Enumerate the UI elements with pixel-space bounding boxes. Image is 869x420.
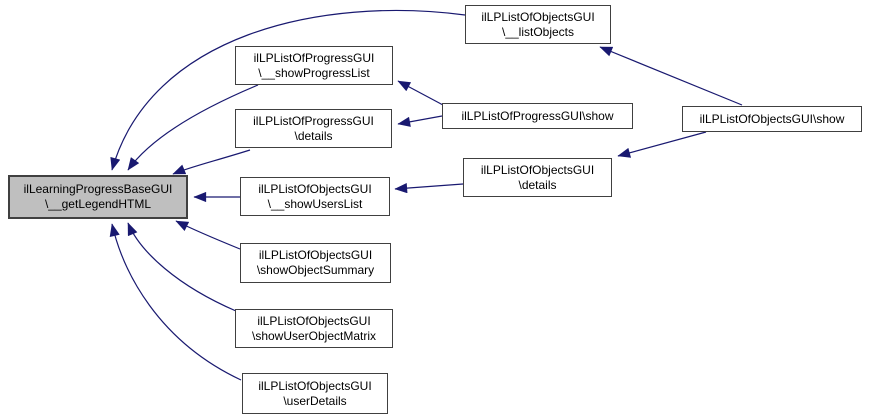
node-label-line: ilLPListOfObjectsGUI: [258, 378, 372, 393]
node-label-line: \showUserObjectMatrix: [251, 328, 377, 343]
edge-progress-show-to-show-progress-list: [397, 80, 444, 106]
node-objects-details[interactable]: ilLPListOfObjectsGUI\details: [463, 158, 612, 197]
node-label-line: ilLPListOfProgressGUI\show: [461, 108, 614, 123]
node-get-legend-html: ilLearningProgressBaseGUI\__getLegendHTM…: [8, 175, 188, 219]
edge-objects-show-to-list-objects: [599, 46, 743, 106]
edge-objects-show-to-objects-details: [617, 131, 707, 158]
node-label-line: \details: [294, 128, 333, 143]
edge-list-objects-to-get-legend-html: [110, 9, 466, 171]
edge-objects-details-to-show-users-list: [394, 183, 464, 194]
node-label-line: ilLPListOfObjectsGUI: [258, 181, 372, 196]
node-label-line: ilLPListOfProgressGUI: [253, 50, 375, 65]
edge-user-details-to-get-legend-html: [109, 223, 242, 381]
node-label-line: \__getLegendHTML: [44, 197, 152, 211]
node-label-line: ilLPListOfProgressGUI: [253, 113, 374, 128]
node-list-objects[interactable]: ilLPListOfObjectsGUI\__listObjects: [465, 5, 611, 44]
node-show-user-object-matrix[interactable]: ilLPListOfObjectsGUI\showUserObjectMatri…: [235, 309, 393, 348]
node-label-line: ilLPListOfObjectsGUI: [258, 248, 373, 262]
node-label-line: \__showUsersList: [267, 196, 363, 211]
node-label-line: \__listObjects: [501, 24, 575, 39]
edge-progress-show-to-progress-details: [397, 115, 443, 127]
node-label-line: \showObjectSummary: [256, 263, 375, 277]
edge-show-object-summary-to-get-legend-html: [175, 220, 241, 250]
node-label-line: ilLPListOfObjectsGUI\show: [699, 111, 845, 126]
node-label-line: ilLPListOfObjectsGUI: [481, 9, 595, 24]
node-label-line: \__showProgressList: [258, 65, 370, 80]
node-show-users-list[interactable]: ilLPListOfObjectsGUI\__showUsersList: [240, 177, 390, 216]
node-label-line: \details: [518, 177, 557, 192]
node-user-details[interactable]: ilLPListOfObjectsGUI\userDetails: [242, 373, 388, 414]
edge-show-progress-list-to-get-legend-html: [127, 84, 259, 171]
node-show-object-summary[interactable]: ilLPListOfObjectsGUI\showObjectSummary: [240, 243, 391, 283]
edge-progress-details-to-get-legend-html: [172, 149, 251, 175]
edge-show-user-object-matrix-to-get-legend-html: [127, 222, 237, 312]
node-show-progress-list[interactable]: ilLPListOfProgressGUI\__showProgressList: [235, 46, 393, 85]
node-label-line: \userDetails: [283, 393, 347, 408]
node-label-line: ilLPListOfObjectsGUI: [480, 162, 595, 177]
node-objects-show[interactable]: ilLPListOfObjectsGUI\show: [682, 106, 862, 132]
node-label-line: ilLearningProgressBaseGUI: [23, 182, 173, 196]
node-progress-show[interactable]: ilLPListOfProgressGUI\show: [442, 103, 633, 129]
node-label-line: ilLPListOfObjectsGUI: [257, 313, 371, 328]
node-progress-details[interactable]: ilLPListOfProgressGUI\details: [235, 109, 392, 148]
